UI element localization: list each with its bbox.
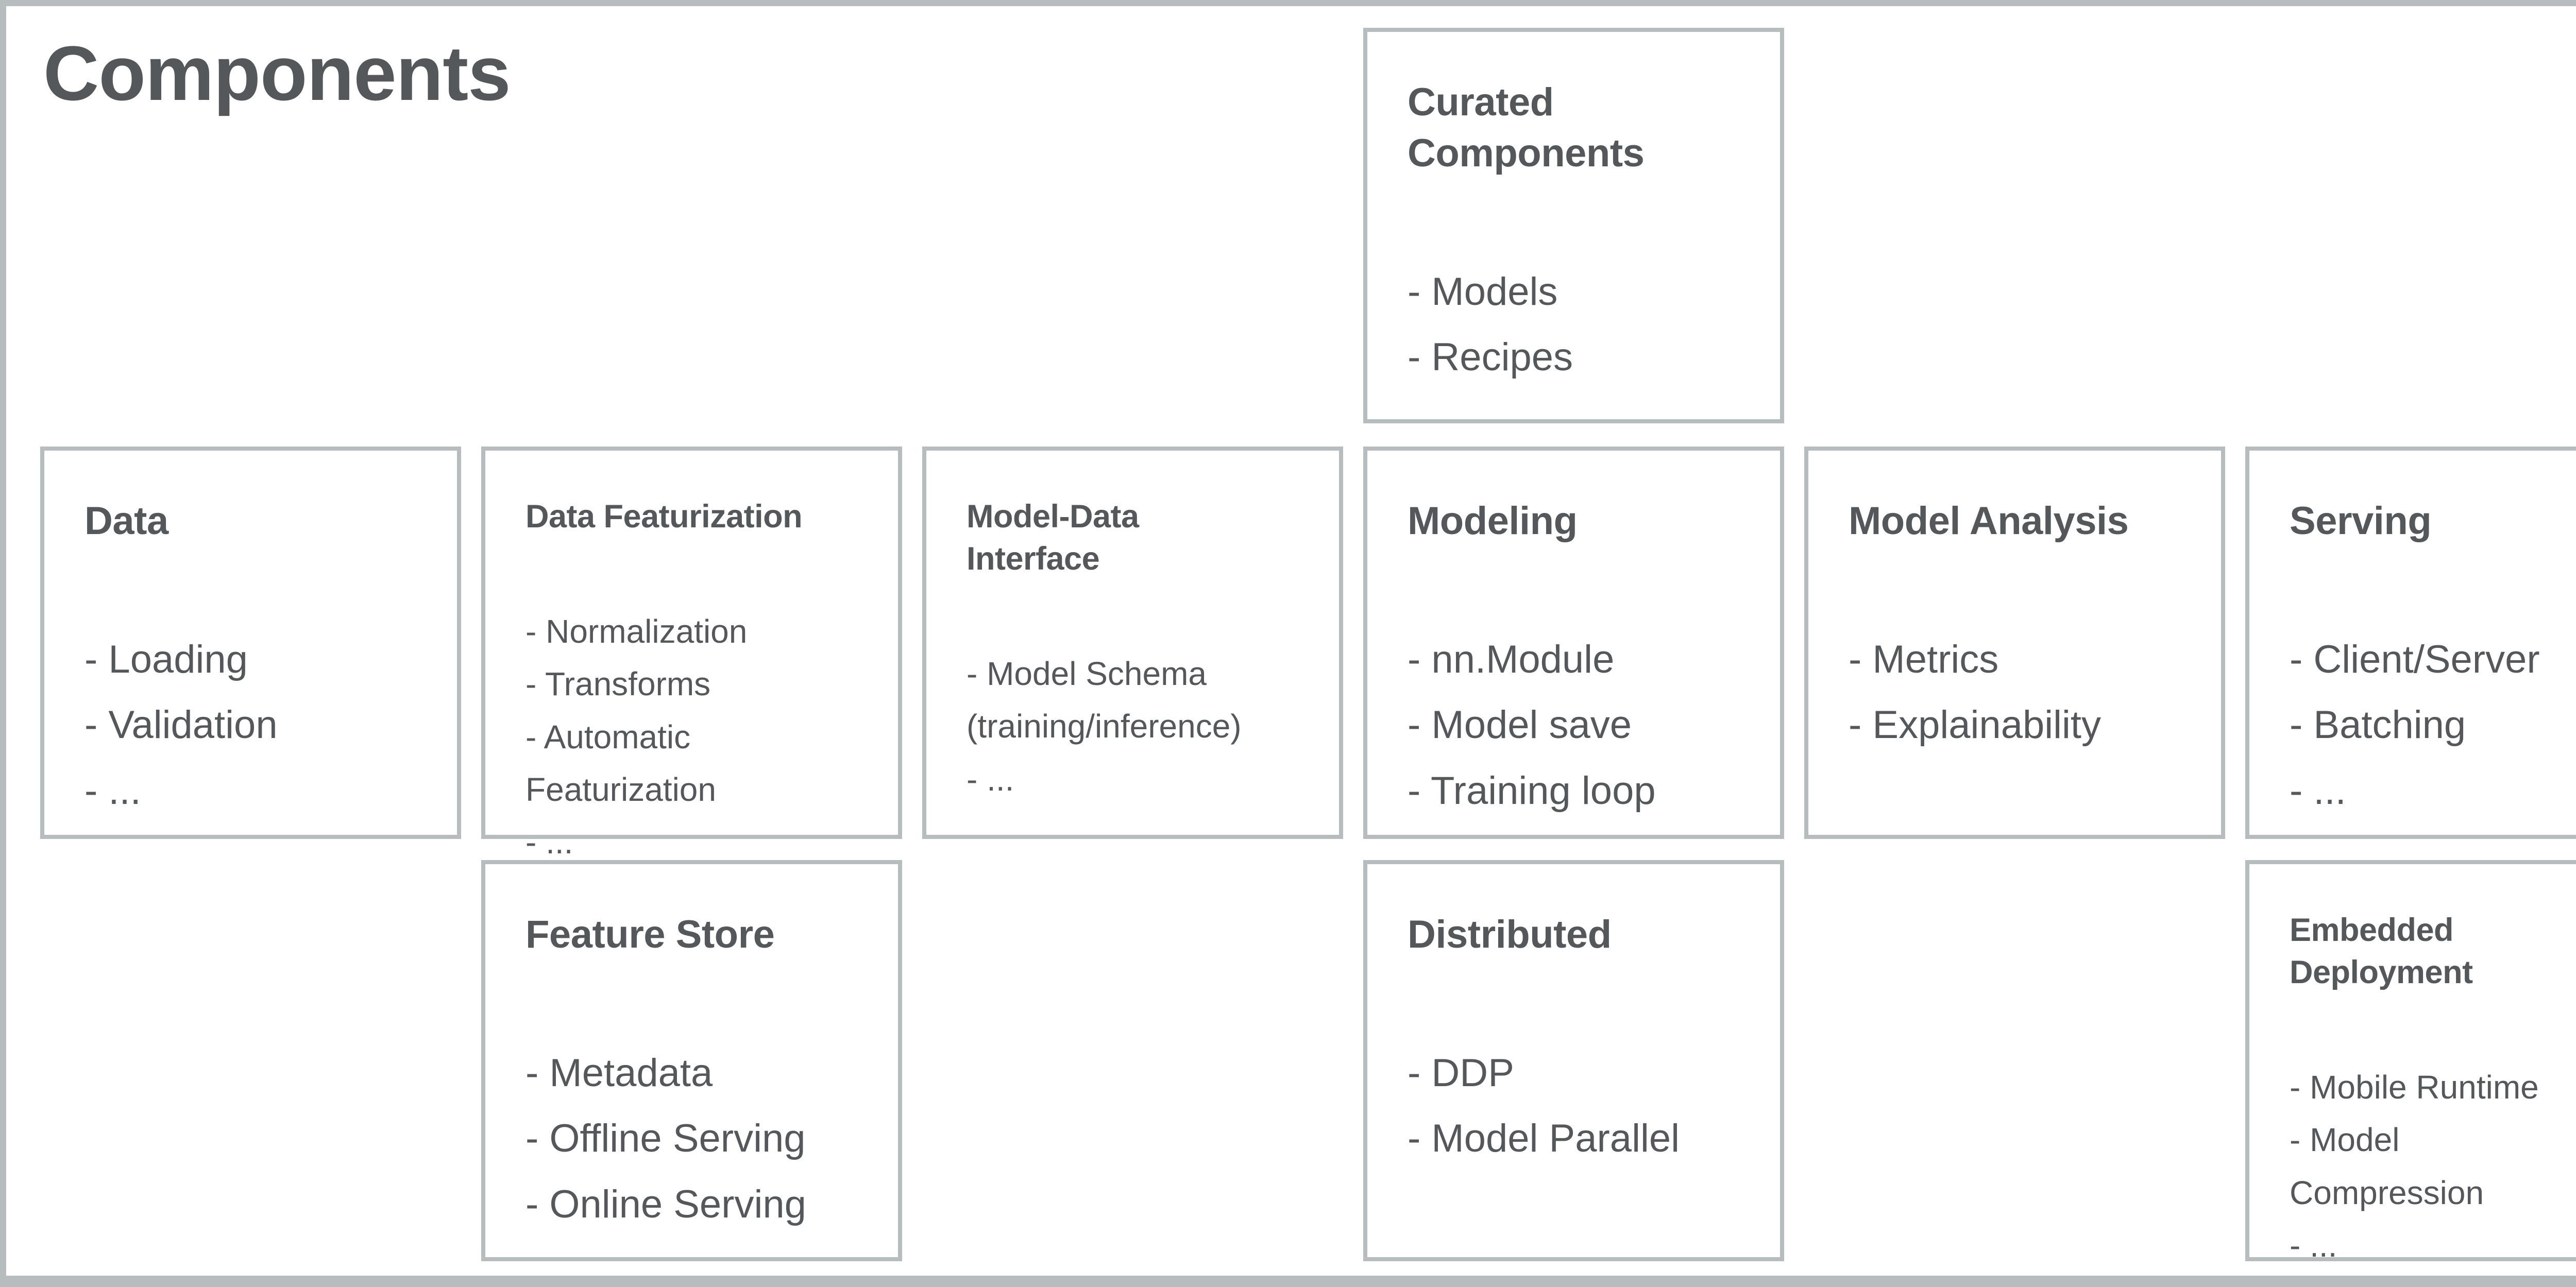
- box-serving: Serving - Client/Server - Batching - ...: [2245, 447, 2576, 839]
- list-item: - nn.Module: [1408, 637, 1615, 681]
- box-data: Data - Loading - Validation - ...: [40, 447, 461, 839]
- box-list-distributed: - DDP - Model Parallel: [1408, 1040, 1740, 1172]
- list-item: - Model save: [1408, 703, 1632, 747]
- box-title-model-data-interface: Model-Data Interface: [967, 499, 1139, 577]
- list-item: - Online Serving: [526, 1182, 806, 1227]
- list-item: - Model Parallel: [1408, 1117, 1680, 1161]
- list-item: - ...: [2290, 769, 2346, 813]
- box-title-embedded-deployment: Embedded Deployment: [2290, 912, 2473, 990]
- box-data-featurization: Data Featurization - Normalization - Tran…: [481, 447, 902, 861]
- list-item: - ...: [84, 769, 141, 813]
- list-item: - Automatic Featurization: [526, 718, 716, 809]
- list-item: - Model Schema (training/inference): [967, 655, 1242, 745]
- list-item: - Model Compression: [2290, 1121, 2484, 1211]
- box-list-curated-components: - Models - Recipes: [1408, 259, 1740, 390]
- list-item: - Client/Server: [2290, 637, 2540, 681]
- box-list-serving: - Client/Server - Batching - ...: [2290, 627, 2576, 824]
- list-item: - Metrics: [1849, 637, 1999, 681]
- list-item: - Explainability: [1849, 703, 2101, 747]
- list-item: - Models: [1408, 269, 1558, 314]
- box-title-data: Data: [84, 499, 168, 543]
- box-list-model-analysis: - Metrics - Explainability: [1849, 627, 2181, 758]
- box-distributed: Distributed - DDP - Model Parallel: [1363, 860, 1784, 1261]
- box-model-analysis: Model Analysis - Metrics - Explainability: [1804, 447, 2225, 839]
- list-item: - ...: [526, 823, 573, 861]
- list-item: - Loading: [84, 637, 248, 681]
- box-list-model-data-interface: - Model Schema (training/inference) - ...: [967, 647, 1299, 805]
- list-item: - ...: [2290, 1226, 2337, 1264]
- box-list-feature-store: - Metadata - Offline Serving - Online Serv…: [526, 1040, 858, 1238]
- list-item: - Mobile Runtime: [2290, 1068, 2539, 1106]
- box-modeling: Modeling - nn.Module - Model save - Traini…: [1363, 447, 1784, 839]
- box-list-modeling: - nn.Module - Model save - Training loop: [1408, 627, 1740, 824]
- list-item: - Validation: [84, 703, 278, 747]
- list-item: - Metadata: [526, 1051, 713, 1095]
- box-embedded-deployment: Embedded Deployment - Mobile Runtime - Mo…: [2245, 860, 2576, 1264]
- page-title: Components: [43, 30, 511, 116]
- box-curated-components: Curated Components - Models - Recipes: [1363, 28, 1784, 423]
- box-title-feature-store: Feature Store: [526, 913, 775, 956]
- box-title-model-analysis: Model Analysis: [1849, 499, 2129, 543]
- box-title-modeling: Modeling: [1408, 499, 1578, 543]
- list-item: - Transforms: [526, 665, 711, 703]
- box-list-embedded-deployment: - Mobile Runtime - Model Compression - ...: [2290, 1061, 2576, 1272]
- list-item: - Batching: [2290, 703, 2466, 747]
- list-item: - DDP: [1408, 1051, 1514, 1095]
- list-item: - ...: [967, 760, 1014, 798]
- box-title-data-featurization: Data Featurization: [526, 499, 803, 535]
- box-title-serving: Serving: [2290, 499, 2432, 543]
- list-item: - Offline Serving: [526, 1117, 806, 1161]
- box-list-data: - Loading - Validation - ...: [84, 627, 417, 824]
- list-item: - Recipes: [1408, 335, 1573, 380]
- box-list-data-featurization: - Normalization - Transforms - Automatic F…: [526, 605, 858, 869]
- list-item: - Normalization: [526, 612, 748, 650]
- box-model-data-interface: Model-Data Interface - Model Schema (tra…: [922, 447, 1343, 839]
- list-item: - Training loop: [1408, 769, 1656, 813]
- box-title-curated-components: Curated Components: [1408, 80, 1645, 175]
- box-title-distributed: Distributed: [1408, 913, 1612, 956]
- box-feature-store: Feature Store - Metadata - Offline Servin…: [481, 860, 902, 1261]
